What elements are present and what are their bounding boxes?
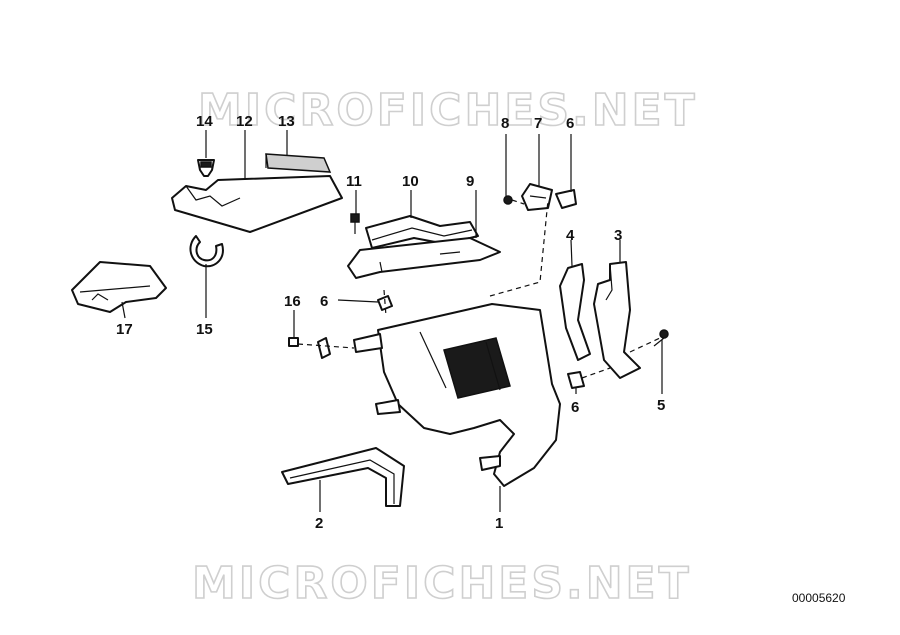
- callout-17: 16: [284, 293, 301, 310]
- callout-1: 1: [495, 515, 503, 532]
- callout-13: 12: [236, 113, 253, 130]
- assembly-line-4: [581, 367, 611, 379]
- part-13-tray: [171, 175, 343, 233]
- part-7-bracket: [521, 183, 553, 211]
- part-14-strip: [265, 153, 332, 173]
- diagram-code: 00005620: [792, 591, 846, 605]
- part-4-strap: [559, 263, 591, 361]
- callout-3: 3: [614, 227, 622, 244]
- callout-7: 7: [534, 115, 542, 132]
- part-17-screw: [288, 337, 299, 347]
- part-3-bracket: [593, 261, 641, 379]
- leader-18: [121, 301, 126, 319]
- callout-12: 11: [346, 173, 362, 190]
- watermark-bottom: MICROFICHES.NET: [192, 558, 692, 609]
- callout-14: 13: [278, 113, 295, 130]
- part-10-plate: [347, 237, 501, 279]
- callout-11: 10: [402, 173, 419, 190]
- watermark-top: MICROFICHES.NET: [198, 85, 698, 136]
- callout-15: 14: [196, 113, 213, 130]
- part-12-screw: [350, 213, 360, 234]
- assembly-line-1: [489, 199, 549, 297]
- callout-6-left: 6: [320, 293, 328, 310]
- part-15-clip: [197, 159, 215, 177]
- callout-9: 8: [501, 115, 509, 132]
- callout-5: 5: [657, 397, 665, 414]
- leader-4: [570, 239, 573, 267]
- leader-6a: [337, 299, 379, 303]
- callout-10: 9: [466, 173, 474, 190]
- callout-16: 15: [196, 321, 213, 338]
- part-2-seal: [281, 447, 405, 507]
- callout-4: 4: [566, 227, 575, 244]
- assembly-line-2: [383, 289, 387, 317]
- part-18-cover: [71, 261, 167, 313]
- callout-6-right: 6: [571, 399, 579, 416]
- part-clip-small: [317, 337, 331, 359]
- callout-8: 6: [566, 115, 574, 132]
- part-16-ring: [189, 235, 224, 268]
- part-5-screw: [653, 329, 669, 347]
- part-9-screw: [503, 195, 513, 205]
- part-1-console: [353, 303, 561, 487]
- assembly-line-6: [511, 199, 525, 205]
- assembly-line-3: [297, 343, 355, 349]
- callout-18: 17: [116, 321, 133, 338]
- part-8-nut: [555, 189, 577, 209]
- assembly-line-5: [629, 337, 661, 353]
- part-6-clip-right: [567, 371, 585, 389]
- callout-2: 2: [315, 515, 323, 532]
